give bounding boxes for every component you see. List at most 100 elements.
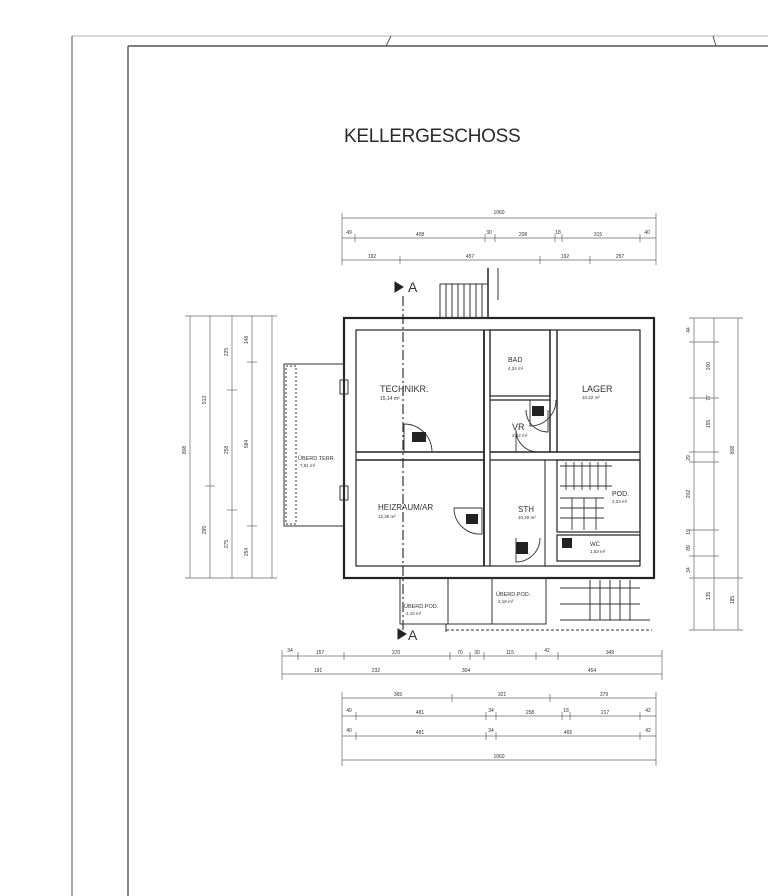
svg-text:584: 584 xyxy=(244,440,250,449)
svg-text:40: 40 xyxy=(346,728,352,734)
svg-text:454: 454 xyxy=(588,668,597,674)
door-swings xyxy=(403,399,557,563)
room-name-vr: VR xyxy=(512,422,525,432)
svg-text:34: 34 xyxy=(488,708,494,714)
svg-text:225: 225 xyxy=(224,348,230,357)
svg-text:49: 49 xyxy=(346,230,352,236)
svg-text:349: 349 xyxy=(606,650,615,656)
svg-text:192: 192 xyxy=(561,254,570,260)
svg-text:295: 295 xyxy=(202,526,208,535)
svg-text:44: 44 xyxy=(686,327,692,333)
top-dimension-chains xyxy=(341,213,657,265)
svg-text:34: 34 xyxy=(686,567,692,573)
svg-text:408: 408 xyxy=(416,232,425,238)
building-walls xyxy=(342,316,656,580)
bottom-stairs xyxy=(399,577,652,632)
section-mark-bottom: A xyxy=(408,627,418,643)
bottom-row1-labels: 34 157 370 70 30 115 42 349 xyxy=(287,648,614,656)
svg-text:232: 232 xyxy=(372,668,381,674)
room-name-pod: POD. xyxy=(612,491,629,498)
svg-text:157: 157 xyxy=(316,650,325,656)
top-entrance-stair xyxy=(439,268,499,319)
room-area-technikr: 15,14 m² xyxy=(380,396,400,402)
svg-text:481: 481 xyxy=(416,710,425,716)
svg-text:30: 30 xyxy=(486,230,492,236)
svg-text:208: 208 xyxy=(519,232,528,238)
svg-text:135: 135 xyxy=(706,592,712,601)
svg-text:18: 18 xyxy=(563,708,569,714)
room-area-uberd-pod-1: 2,10 m² xyxy=(406,611,422,616)
svg-text:465: 465 xyxy=(564,730,573,736)
svg-text:200: 200 xyxy=(706,362,712,371)
svg-text:191: 191 xyxy=(314,668,323,674)
svg-text:155: 155 xyxy=(706,420,712,429)
room-name-sth: STH xyxy=(518,505,534,514)
room-area-bad: 4,24 m² xyxy=(508,366,524,371)
bottom-row5-labels: 40 481 34 465 42 xyxy=(346,728,651,736)
svg-text:77: 77 xyxy=(706,395,712,401)
room-area-lager: 10,22 m² xyxy=(582,395,600,400)
bottom-row3-labels: 365 321 379 xyxy=(394,692,609,698)
svg-text:365: 365 xyxy=(394,692,403,698)
svg-text:275: 275 xyxy=(224,540,230,549)
svg-text:258: 258 xyxy=(526,710,535,716)
page-title: KELLERGESCHOSS xyxy=(344,126,521,147)
room-area-uberd-pod-2: 2,18 m² xyxy=(498,599,514,604)
svg-text:42: 42 xyxy=(544,648,550,654)
svg-text:19: 19 xyxy=(686,529,692,535)
door-hatching xyxy=(412,406,572,554)
room-name-heizraum: HEIZRAUM/AR xyxy=(378,503,433,512)
svg-text:217: 217 xyxy=(601,710,610,716)
svg-text:34: 34 xyxy=(488,728,494,734)
svg-text:148: 148 xyxy=(244,336,250,345)
svg-text:202: 202 xyxy=(686,490,692,499)
svg-text:89: 89 xyxy=(686,545,692,551)
svg-text:513: 513 xyxy=(202,396,208,405)
svg-text:257: 257 xyxy=(616,254,625,260)
svg-text:304: 304 xyxy=(462,668,471,674)
room-area-heizraum: 12,35 m² xyxy=(378,514,396,519)
room-name-wc: WC xyxy=(590,542,601,548)
svg-text:258: 258 xyxy=(224,446,230,455)
bottom-row4-labels: 40 481 34 258 18 217 42 xyxy=(346,708,651,716)
room-name-uberd-pod-2: ÜBERD.POD. xyxy=(496,591,531,598)
bottom-row2-labels: 191 232 304 454 xyxy=(314,668,597,674)
svg-text:457: 457 xyxy=(466,254,475,260)
top-row2-labels: 192 457 192 257 xyxy=(368,254,625,260)
section-mark-top: A xyxy=(408,279,418,295)
left-dimension-labels: 808 513 295 225 258 275 148 584 254 xyxy=(182,336,250,557)
right-dimension-chains xyxy=(689,317,743,631)
svg-text:254: 254 xyxy=(244,548,250,557)
bottom-total-dim: 1060 xyxy=(493,754,504,760)
left-dimension-chains xyxy=(185,315,277,579)
svg-text:192: 192 xyxy=(368,254,377,260)
svg-text:42: 42 xyxy=(645,708,651,714)
section-line xyxy=(394,281,407,640)
svg-text:40: 40 xyxy=(346,708,352,714)
svg-text:808: 808 xyxy=(730,446,736,455)
svg-text:34: 34 xyxy=(287,648,293,654)
room-area-uberd-terr: 7,91 m² xyxy=(300,463,316,468)
room-name-uberd-pod-1: ÜBERD.POD. xyxy=(404,603,439,610)
svg-text:370: 370 xyxy=(392,650,401,656)
room-name-technikr: TECHNIKR. xyxy=(380,384,429,394)
svg-text:42: 42 xyxy=(645,728,651,734)
room-area-vr: 3,22 m² xyxy=(512,433,528,438)
svg-text:29: 29 xyxy=(686,455,692,461)
svg-text:70: 70 xyxy=(457,650,463,656)
interior-stair xyxy=(560,462,612,530)
left-terrace xyxy=(283,363,349,527)
svg-text:808: 808 xyxy=(182,446,188,455)
sheet-frame xyxy=(71,35,768,896)
svg-text:379: 379 xyxy=(600,692,609,698)
room-area-wc: 1,53 m² xyxy=(590,549,606,554)
svg-text:40: 40 xyxy=(644,230,650,236)
svg-text:315: 315 xyxy=(594,232,603,238)
room-area-pod: 2,23 m² xyxy=(612,499,628,504)
room-labels: TECHNIKR. 15,14 m² BAD 4,24 m² LAGER 10,… xyxy=(298,357,629,616)
svg-text:30: 30 xyxy=(474,650,480,656)
svg-text:481: 481 xyxy=(416,730,425,736)
top-row1-labels: 49 408 30 208 18 315 40 xyxy=(346,230,650,238)
top-total-dim: 1060 xyxy=(493,210,504,216)
